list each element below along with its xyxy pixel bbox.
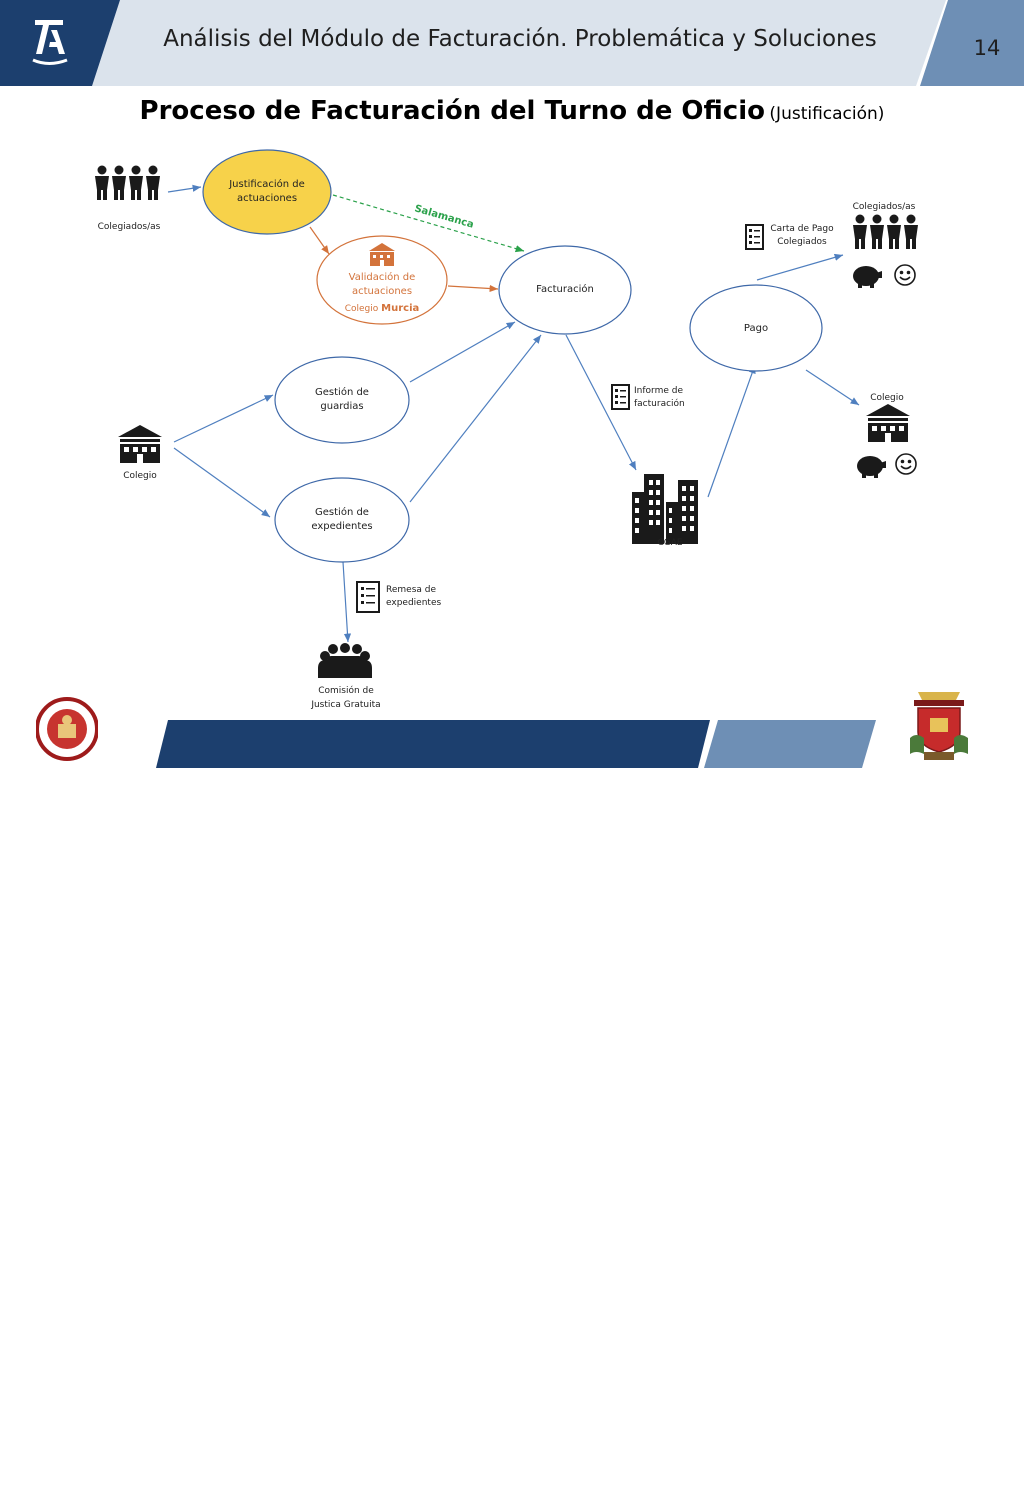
edge-pago-colegiados [756, 253, 844, 281]
node-pago [689, 284, 823, 372]
label-cgae: CGAE [657, 538, 683, 548]
label-facturacion: Facturación [536, 284, 594, 295]
smiley-icon [894, 264, 916, 286]
label-pago: Pago [743, 323, 769, 334]
header-band [88, 0, 946, 86]
salamanca-seal-icon [36, 697, 98, 761]
edge-label-salamanca: Salamanca [413, 203, 475, 230]
process-diagram: Salamanca Justificación de actuaciones V… [0, 130, 1024, 720]
edge-expedientes-facturacion [409, 334, 542, 503]
piggy-bank-icon [853, 266, 882, 288]
colegiados-people-icon [95, 165, 160, 200]
footer-city: Gijón, 2018 [737, 1452, 847, 1474]
node-justificacion [202, 149, 332, 235]
slide-title-paren: (Justificación) [769, 104, 885, 124]
edge-salamanca [332, 194, 525, 253]
edge-validacion-facturacion [447, 284, 499, 293]
label-colegiados-left: Colegiados/as [97, 222, 161, 232]
comision-meeting-icon [318, 643, 372, 678]
colegio-building-icon [118, 425, 162, 463]
label-colegiados-right: Colegiados/as [852, 202, 916, 212]
edge-justificacion-validacion [309, 226, 330, 255]
edge-cgae-pago [707, 364, 756, 498]
label-expedientes: Gestión de expedientes [311, 507, 373, 532]
advocat-seal-icon [910, 692, 968, 760]
slide-title-main: Proceso de Facturación del Turno de Ofic… [139, 96, 765, 126]
validacion-building-icon [369, 243, 395, 266]
header-title: Análisis del Módulo de Facturación. Prob… [163, 26, 877, 52]
footer-background [156, 720, 876, 768]
header-page-panel [920, 0, 1024, 86]
piggy-bank-right-icon [857, 456, 886, 478]
diagram-canvas: Salamanca [95, 149, 918, 678]
label-remesa: Remesa de expedientes [386, 585, 442, 608]
label-validacion: Validación de actuaciones [348, 272, 416, 297]
label-comision: Comisión de Justica Gratuita [311, 686, 381, 710]
edge-colegio-guardias [173, 394, 274, 443]
label-justificacion: Justificación de actuaciones [229, 179, 305, 204]
slide-title: Proceso de Facturación del Turno de Ofic… [0, 96, 1024, 126]
label-informe: Informe de facturación [634, 386, 685, 409]
label-validacion-sub: Colegio Murcia [336, 302, 428, 316]
informe-document-icon [611, 384, 630, 410]
colegio-logo-icon [32, 20, 68, 65]
label-guardias: Gestión de guardias [315, 387, 369, 412]
node-guardias [274, 356, 410, 444]
label-validacion-sub-strong: Murcia [381, 303, 420, 314]
header-background [0, 0, 1024, 86]
edge-pago-colegio [805, 369, 860, 406]
footer-text-panel [156, 720, 710, 768]
footer-event-text: III Jornadas sobre nuevas tecnologías en… [162, 1448, 708, 1484]
remesa-document-icon [356, 581, 380, 613]
edge-colegiados-justificacion [167, 184, 202, 193]
edge-facturacion-cgae [565, 334, 637, 471]
label-colegio-left: Colegio [123, 471, 157, 481]
carta-document-icon [745, 224, 764, 250]
slide-header: Análisis del Módulo de Facturación. Prob… [0, 0, 1024, 86]
node-validacion [316, 235, 448, 325]
edge-expedientes-comision [342, 561, 352, 643]
edge-colegio-expedientes [173, 447, 271, 518]
node-facturacion [498, 245, 632, 335]
slide-footer: III Jornadas sobre nuevas tecnologías en… [0, 720, 1024, 1484]
node-expedientes [274, 477, 410, 563]
colegiados-right-people-icon [853, 214, 918, 249]
colegio-right-building-icon [866, 404, 910, 442]
footer-city-panel [704, 720, 876, 768]
label-validacion-sub-prefix: Colegio [344, 304, 379, 314]
edge-guardias-facturacion [409, 321, 516, 383]
cgae-buildings-icon [632, 474, 698, 544]
label-colegio-right: Colegio [870, 393, 904, 403]
label-carta: Carta de Pago Colegiados [770, 224, 834, 247]
smiley-right-icon [895, 453, 917, 475]
page-number: 14 [973, 36, 1001, 60]
